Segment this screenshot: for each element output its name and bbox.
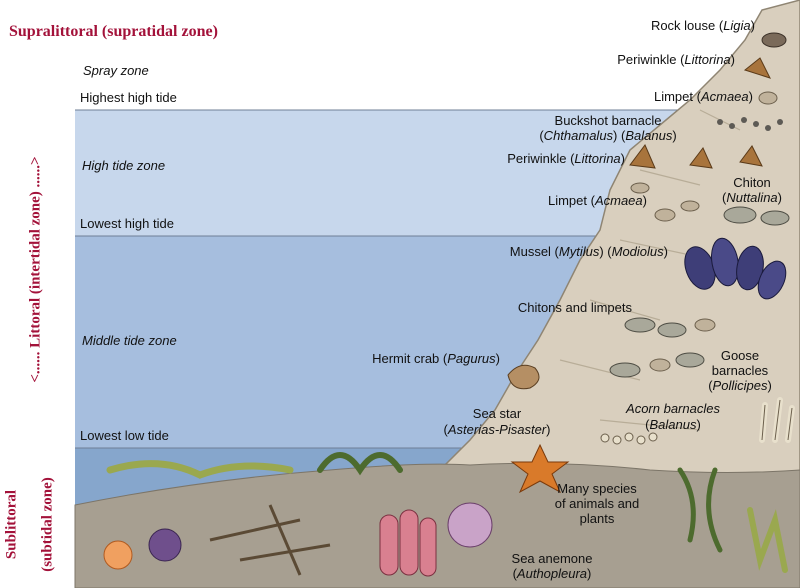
middle-tide-zone-label: Middle tide zone <box>82 333 177 349</box>
limpet-icon <box>759 92 777 104</box>
rock-louse-label: Rock louse (Ligia) <box>651 18 755 34</box>
hermit-crab-label: Hermit crab (Pagurus) <box>372 351 500 367</box>
spray-zone-label: Spray zone <box>83 63 149 79</box>
periwinkle-top-label: Periwinkle (Littorina) <box>617 52 735 68</box>
chiton-label: Chiton (Nuttalina) <box>722 175 782 205</box>
sublittoral-label: Sublittoral <box>4 485 21 565</box>
limpet-top-label: Limpet (Acmaea) <box>654 89 753 105</box>
sea-star-label: Sea star (Asterias-Pisaster) <box>444 406 551 438</box>
highest-high-tide-label: Highest high tide <box>80 90 177 106</box>
lowest-low-tide-label: Lowest low tide <box>80 428 169 444</box>
periwinkle-mid-label: Periwinkle (Littorina) <box>507 151 625 167</box>
many-species-label: Many species of animals and plants <box>555 481 640 526</box>
chitons-limpets-label: Chitons and limpets <box>518 300 632 316</box>
mussel-label: Mussel (Mytilus) (Modiolus) <box>510 244 668 260</box>
subtidal-zone-label: (subtidal zone) <box>40 465 57 585</box>
buckshot-barnacle-label: Buckshot barnacle (Chthamalus) (Balanus) <box>539 113 676 143</box>
limpet-mid-label: Limpet (Acmaea) <box>548 193 647 209</box>
supralittoral-label: Supralittoral (supratidal zone) <box>9 23 218 41</box>
lowest-high-tide-label: Lowest high tide <box>80 216 174 232</box>
goose-barnacles-label: Goose barnacles (Pollicipes) <box>708 348 772 393</box>
rock-louse-icon <box>762 33 786 47</box>
high-tide-zone-label: High tide zone <box>82 158 165 174</box>
sea-anemone-label: Sea anemone (Authopleura) <box>512 551 593 581</box>
acorn-barnacles-label: Acorn barnacles (Balanus) <box>626 401 720 433</box>
littoral-label: <...... Littoral (intertidal zone) .....… <box>28 96 45 444</box>
